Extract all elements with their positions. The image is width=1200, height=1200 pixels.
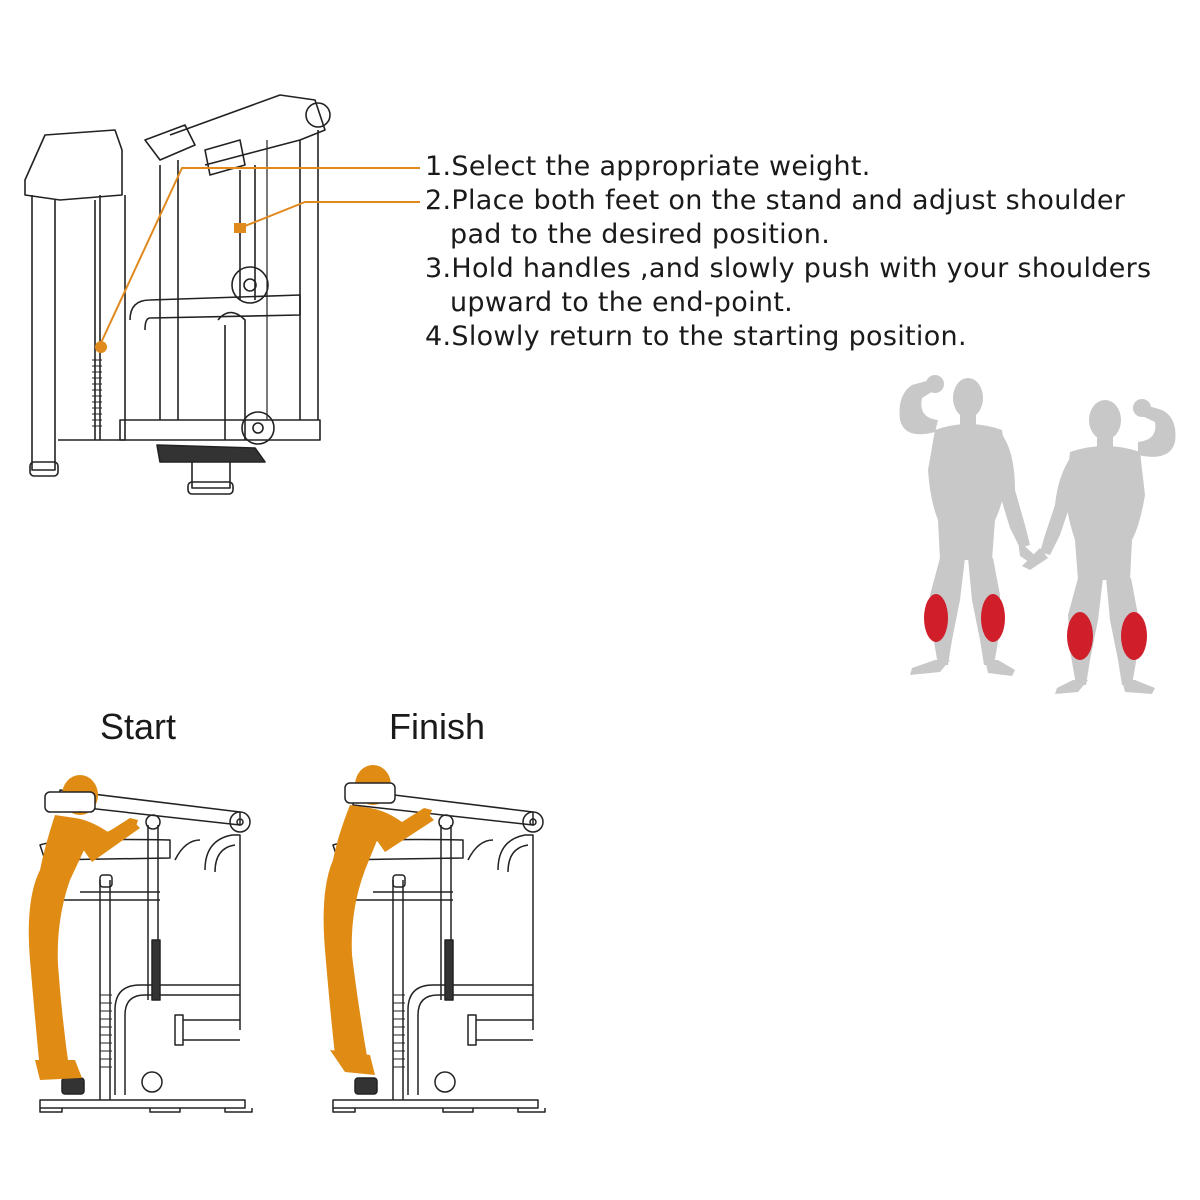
finish-label: Finish xyxy=(389,706,486,747)
instruction-step-1: 1.Select the appropriate weight. xyxy=(425,151,871,182)
instructions-list: 1.Select the appropriate weight. 2.Place… xyxy=(425,150,1185,354)
start-label: Start xyxy=(100,706,177,747)
finish-position-illustration xyxy=(323,765,546,1113)
instruction-step-3: 3.Hold handles ,and slowly push with you… xyxy=(425,253,1152,318)
start-position-illustration xyxy=(28,775,253,1113)
instruction-step-4: 4.Slowly return to the starting position… xyxy=(425,321,967,352)
instruction-step-2: 2.Place both feet on the stand and adjus… xyxy=(425,185,1126,250)
calf-muscle-highlight xyxy=(924,594,1147,660)
